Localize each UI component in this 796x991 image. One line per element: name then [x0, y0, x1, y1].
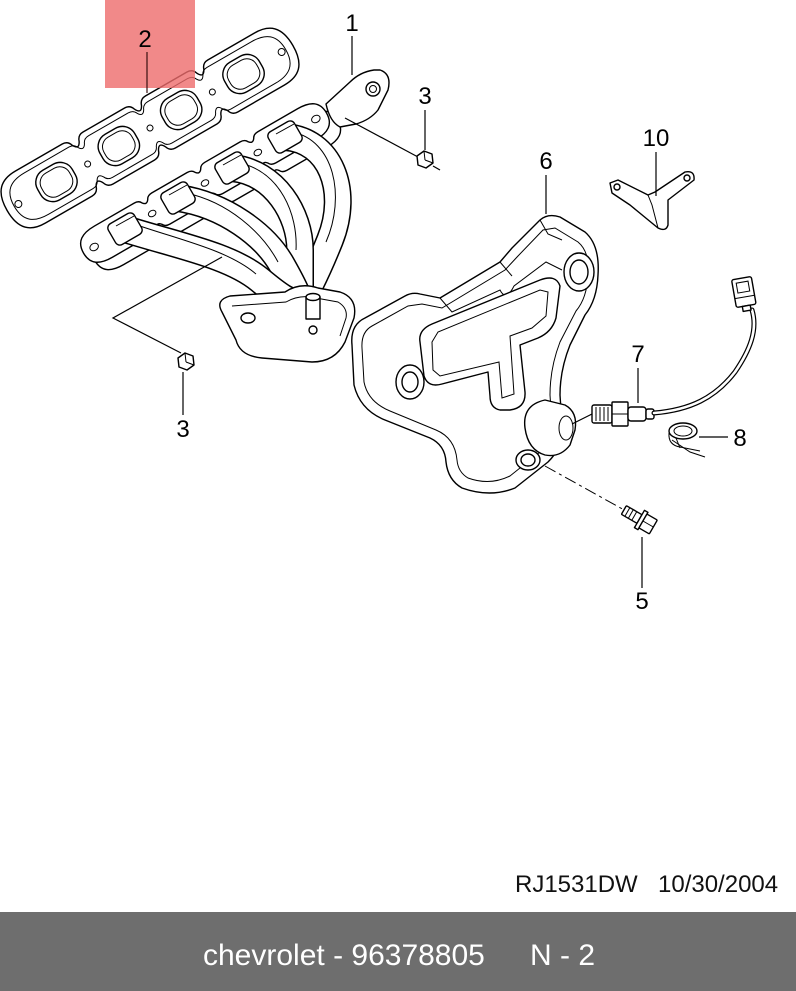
sensor-connector [731, 276, 757, 313]
exploded-parts-diagram: 2 [0, 0, 757, 615]
exhaust-manifold-gasket [0, 18, 309, 238]
bolt-center-line [544, 465, 627, 512]
sensor-bracket [609, 170, 695, 231]
oxygen-sensor [571, 401, 655, 427]
footer-brand-part-number: chevrolet - 96378805 [203, 939, 485, 972]
wire-clip [668, 422, 706, 458]
footer-bar: chevrolet - 96378805 N - 2 [0, 912, 796, 991]
footer-diagram-position: N - 2 [530, 939, 596, 972]
callout-3-upper: 3 [418, 83, 431, 110]
callout-7: 7 [631, 341, 644, 368]
sensor-wire [651, 307, 757, 416]
heat-shield-bolt [621, 505, 658, 535]
callout-10: 10 [643, 125, 670, 152]
callout-6: 6 [539, 148, 552, 175]
exhaust-manifold [73, 69, 390, 363]
callout-1: 1 [345, 10, 358, 37]
heat-shield [351, 214, 599, 494]
drawing-date: 10/30/2004 [658, 871, 779, 898]
manifold-nut-upper [344, 117, 441, 171]
drawing-code: RJ1531DW [515, 871, 638, 898]
manifold-nut-lower [111, 256, 223, 371]
callout-5: 5 [635, 588, 648, 615]
callout-2: 2 [138, 26, 151, 53]
callout-3-lower: 3 [176, 416, 189, 443]
callout-8: 8 [733, 425, 746, 452]
highlight-box [105, 0, 195, 88]
